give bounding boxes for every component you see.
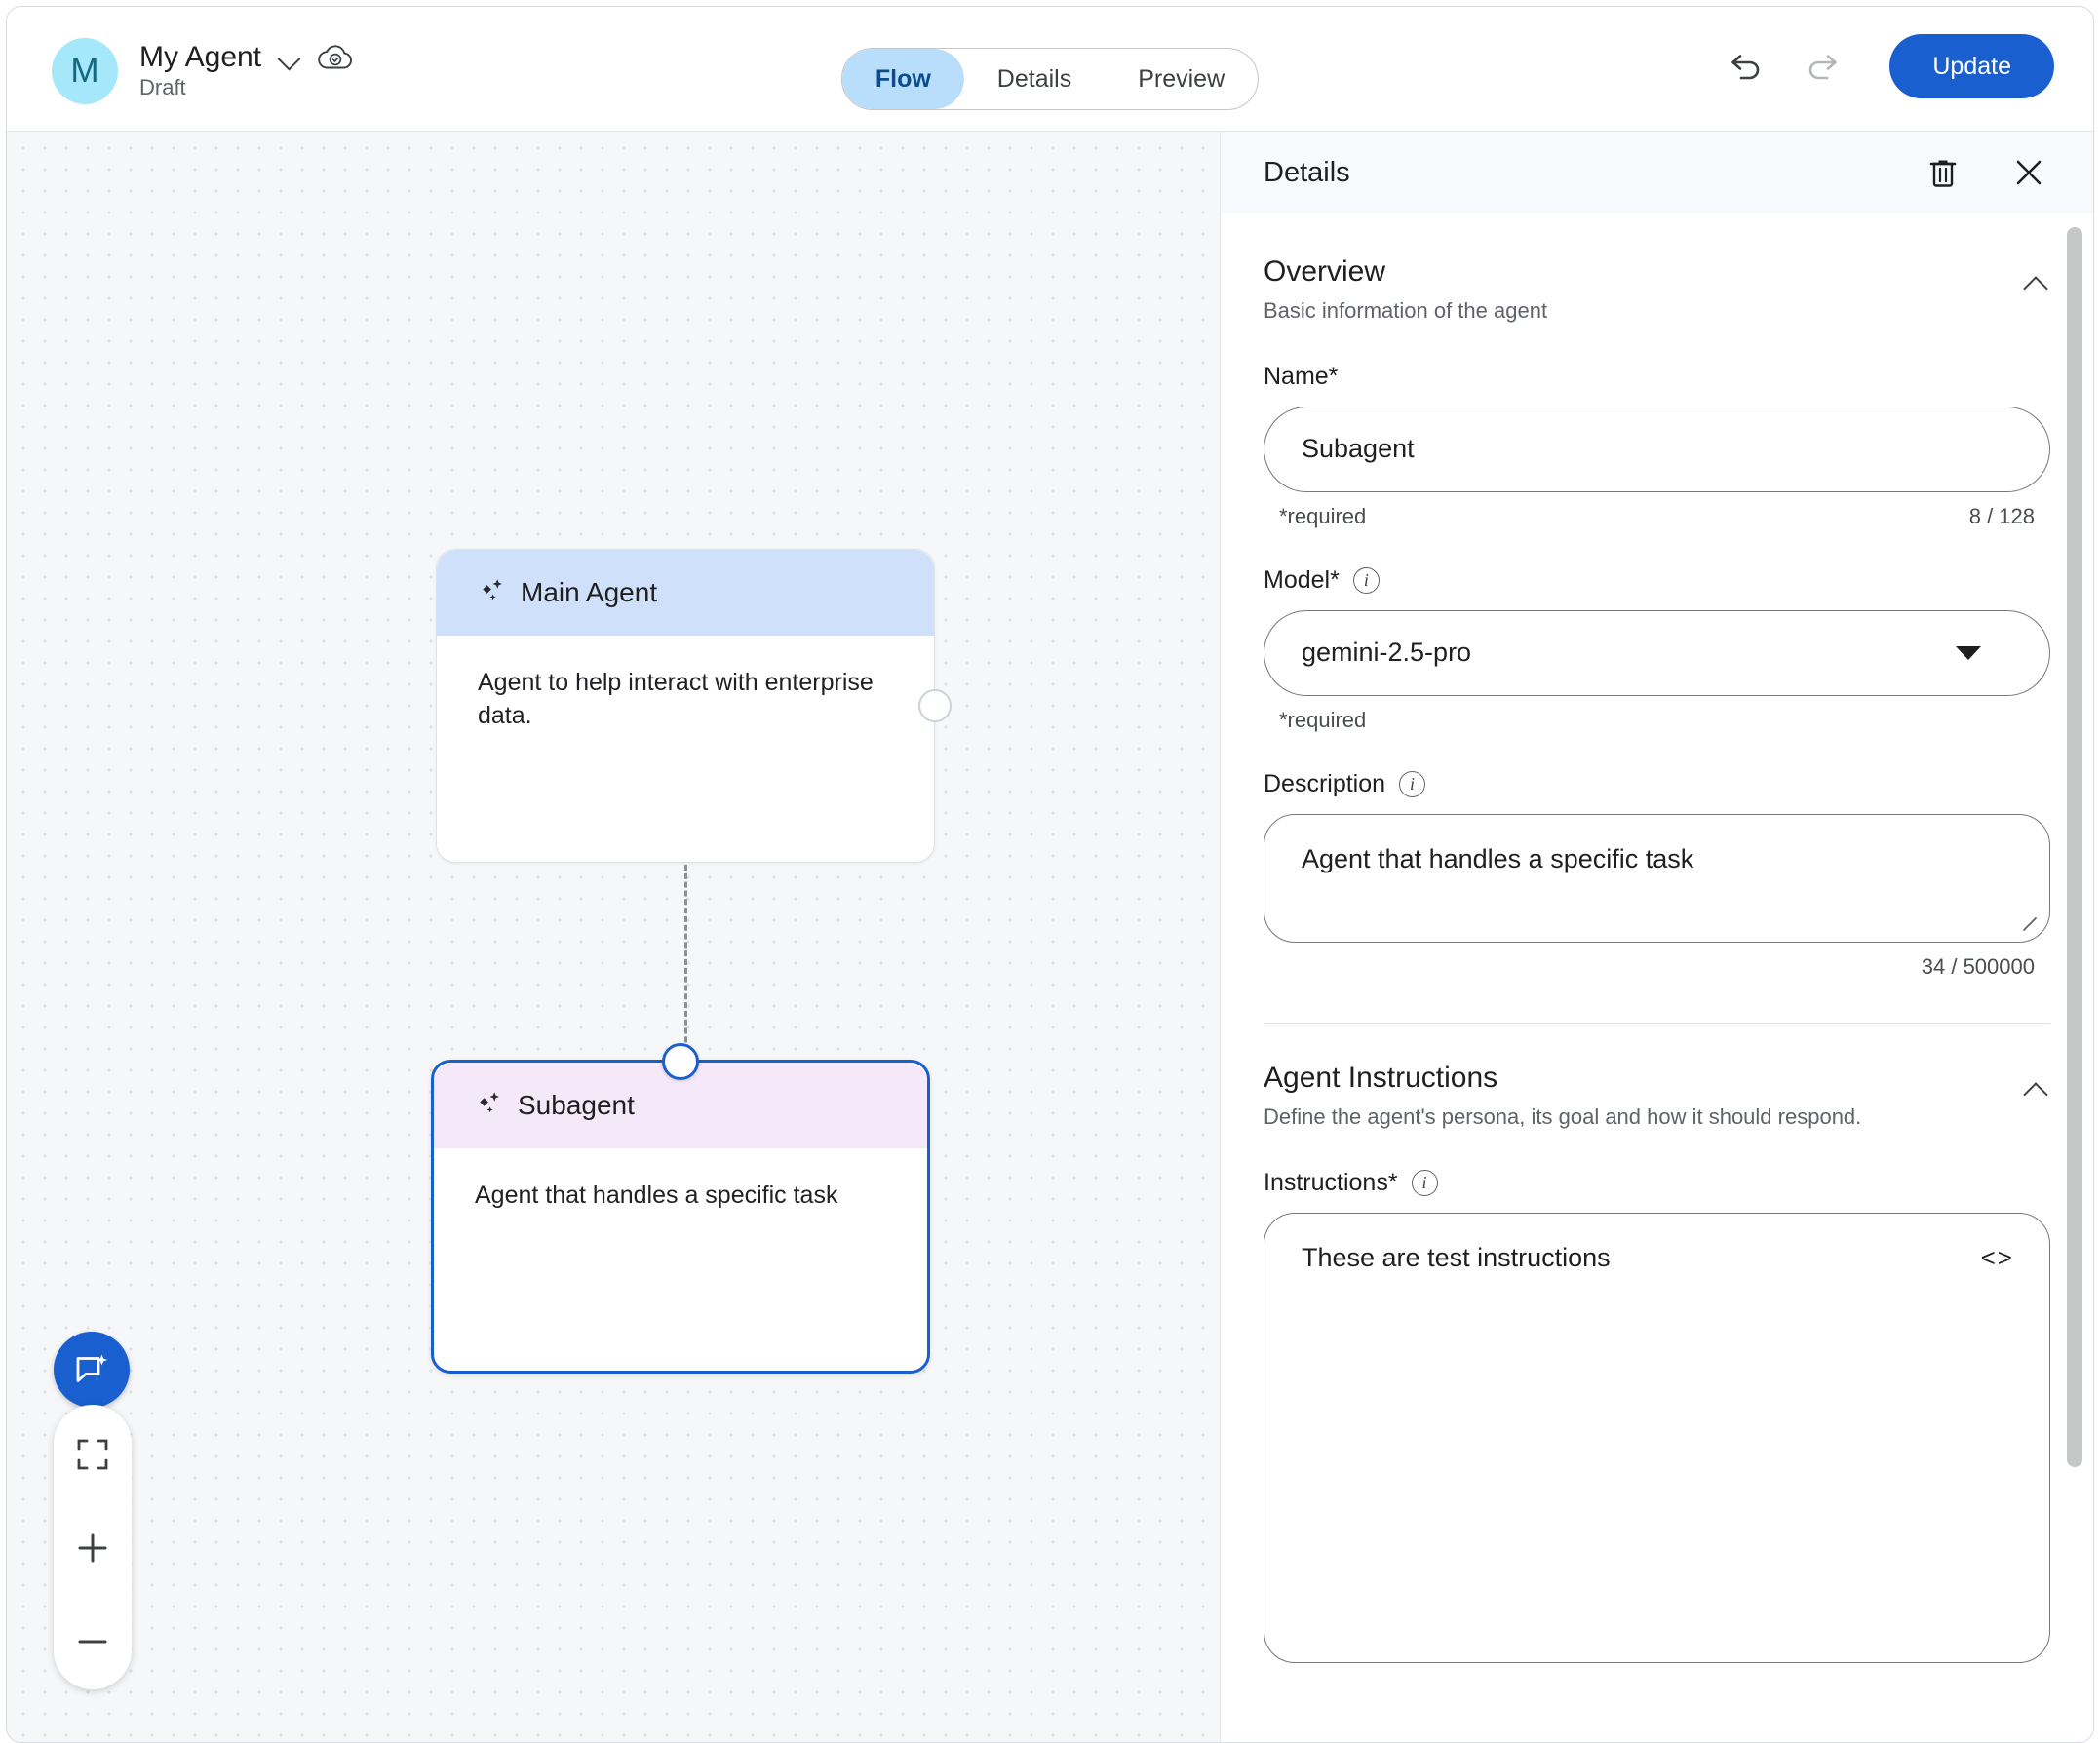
undo-icon[interactable] [1720,43,1767,90]
panel-scrollbar-thumb[interactable] [2067,227,2082,1467]
top-bar-actions: Update [1720,34,2054,98]
field-name: Name* Subagent *required 8 / 128 [1264,363,2050,529]
avatar: M [52,38,118,104]
view-tabs: Flow Details Preview [840,48,1260,110]
instructions-value: These are test instructions [1302,1242,1611,1272]
name-char-counter: 8 / 128 [1968,503,2035,528]
section-title: Overview [1264,255,1386,288]
field-label-name: Name* [1264,362,1339,390]
field-label-description: Description [1264,769,1386,797]
connection-handle-right[interactable] [918,689,952,722]
tab-details[interactable]: Details [996,64,1072,93]
zoom-out-button[interactable] [64,1613,121,1670]
field-instructions: Instructions* i These are test instructi… [1264,1169,2050,1663]
caret-down-icon [1956,645,1981,660]
instructions-textarea[interactable]: These are test instructions <> [1264,1212,2050,1663]
field-label-model: Model* [1264,565,1340,594]
details-panel-scroll-area[interactable]: Overview Basic information of the agent … [1221,213,2093,1742]
code-brackets-icon[interactable]: <> [1980,1242,2014,1272]
details-panel: Details [1220,132,2093,1742]
canvas-zoom-toolbar [54,1405,132,1689]
chevron-down-icon[interactable] [277,45,302,70]
section-overview-header: Overview Basic information of the agent [1264,254,2050,326]
app-window: M My Agent Draft Flow D [6,6,2094,1743]
page-title: My Agent [139,41,262,74]
node-title: Subagent [518,1090,635,1120]
name-input[interactable]: Subagent [1264,406,2050,492]
redo-icon[interactable] [1802,43,1848,90]
node-title: Main Agent [521,577,658,607]
description-char-counter: 34 / 500000 [1921,953,2035,979]
panel-scrollbar[interactable] [2062,213,2087,1742]
node-subagent[interactable]: Subagent Agent that handles a specific t… [431,1043,930,1374]
fit-to-screen-icon[interactable] [64,1426,121,1483]
field-model: Model* i gemini-2.5-pro *required [1264,566,2050,733]
model-select-value: gemini-2.5-pro [1302,638,1472,668]
flow-canvas[interactable]: Main Agent Agent to help interact with e… [7,132,1220,1742]
zoom-in-button[interactable] [64,1520,121,1576]
sparkle-icon [475,1089,504,1123]
sparkle-icon [478,576,507,610]
tab-flow[interactable]: Flow [841,49,964,109]
section-divider [1264,1022,2050,1025]
section-title: Agent Instructions [1264,1062,1498,1095]
node-header: Main Agent [437,550,934,636]
workspace: Main Agent Agent to help interact with e… [7,132,2093,1742]
field-description: Description i Agent that handles a speci… [1264,770,2050,980]
edge-main-to-subagent [684,865,687,1060]
close-icon[interactable] [2005,149,2052,196]
info-icon[interactable]: i [1411,1169,1438,1196]
name-input-value: Subagent [1302,434,1415,464]
section-subtitle: Define the agent's persona, its goal and… [1264,1104,1862,1130]
chevron-up-icon[interactable] [2021,270,2050,299]
name-required-hint: *required [1279,503,1367,528]
chat-sparkle-icon[interactable] [54,1332,130,1408]
update-button[interactable]: Update [1889,34,2054,98]
field-label-instructions: Instructions* [1264,1168,1398,1196]
resize-handle-icon[interactable] [2016,909,2038,931]
info-icon[interactable]: i [1399,770,1426,797]
info-icon[interactable]: i [1352,566,1380,594]
connection-handle-top[interactable] [662,1043,699,1080]
description-value: Agent that handles a specific task [1302,843,1694,873]
tab-preview[interactable]: Preview [1138,64,1225,93]
details-panel-header: Details [1221,132,2093,213]
section-subtitle: Basic information of the agent [1264,298,1548,323]
top-bar: M My Agent Draft Flow D [7,7,2093,132]
model-select[interactable]: gemini-2.5-pro [1264,609,2050,696]
description-textarea[interactable]: Agent that handles a specific task [1264,813,2050,943]
cloud-check-icon [318,43,353,72]
node-description: Agent to help interact with enterprise d… [478,669,874,729]
node-description: Agent that handles a specific task [475,1181,838,1209]
section-agent-instructions-header: Agent Instructions Define the agent's pe… [1264,1061,2050,1132]
details-panel-title: Details [1264,156,1350,188]
node-main-agent[interactable]: Main Agent Agent to help interact with e… [436,549,952,863]
model-required-hint: *required [1279,707,1367,732]
trash-icon[interactable] [1920,149,1966,196]
agent-identity: M My Agent Draft [52,38,353,104]
chevron-up-icon[interactable] [2021,1076,2050,1105]
status-badge: Draft [139,75,186,100]
